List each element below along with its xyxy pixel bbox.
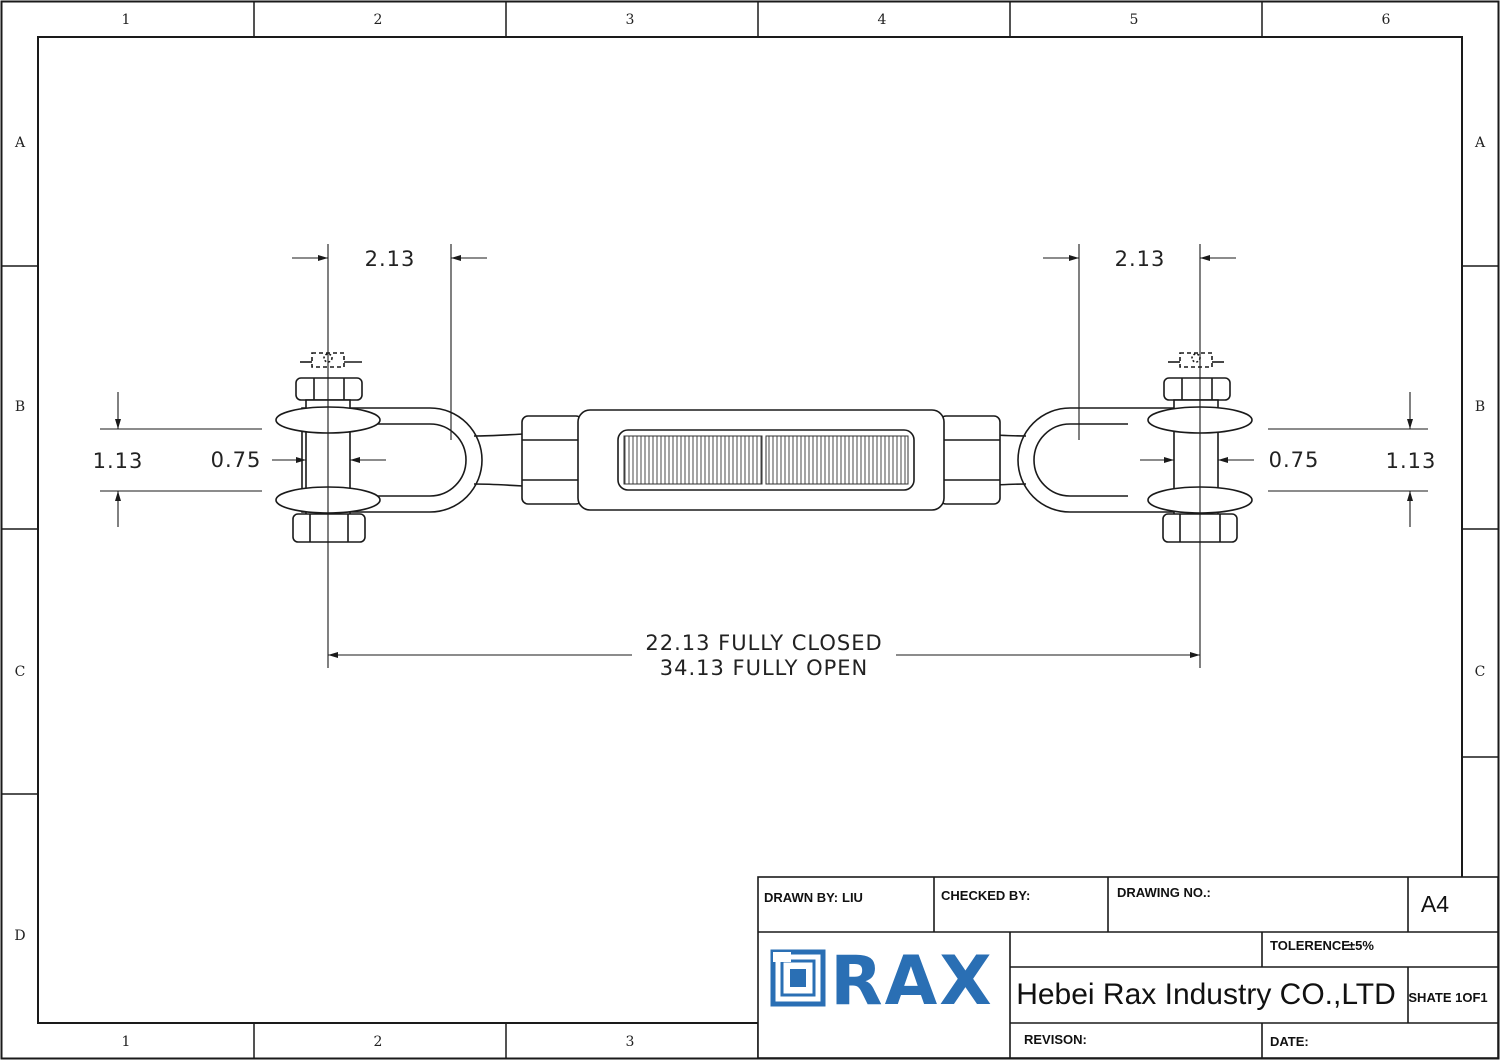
dim-right-inner: 0.75 xyxy=(1269,448,1320,472)
right-jaw xyxy=(976,352,1253,543)
zone-row-a-left: A xyxy=(14,135,26,151)
logo-mark-icon xyxy=(770,949,826,1007)
title-block-text: DRAWN BY: LIU CHECKED BY: DRAWING NO.: A… xyxy=(764,885,1488,1049)
logo-text: RAX xyxy=(830,942,993,1021)
checked-by-label: CHECKED BY: xyxy=(941,888,1030,903)
turnbuckle-body xyxy=(521,409,1001,511)
zone-col-1-bottom: 1 xyxy=(122,1034,131,1050)
dimension-lines xyxy=(100,244,1428,668)
zone-col-4-top: 4 xyxy=(878,12,887,28)
dim-right-top: 2.13 xyxy=(1115,247,1166,271)
zone-col-2-top: 2 xyxy=(374,12,383,28)
zone-labels: 1 2 3 4 5 6 1 2 3 A B C D A B C xyxy=(14,12,1486,1050)
dim-left-outer: 1.13 xyxy=(93,449,144,473)
title-block xyxy=(757,876,1499,1059)
zone-col-5-top: 5 xyxy=(1130,12,1139,28)
turnbuckle-drawing xyxy=(275,352,1253,543)
zone-row-d-left: D xyxy=(14,928,25,944)
drawing-no-label: DRAWING NO.: xyxy=(1117,885,1211,900)
zone-row-b-right: B xyxy=(1475,399,1485,415)
company-logo: RAX xyxy=(770,942,993,1021)
left-jaw xyxy=(275,352,524,543)
sheet-size: A4 xyxy=(1421,891,1449,917)
tolerance-label: TOLERENCE: xyxy=(1270,938,1354,953)
dimension-texts: 2.13 2.13 1.13 0.75 0.75 1.13 22.13 FULL… xyxy=(93,247,1437,680)
drawn-by-value: LIU xyxy=(842,890,863,905)
drawn-by-label: DRAWN BY: xyxy=(764,890,838,905)
revision-label: REVISON: xyxy=(1024,1032,1087,1047)
zone-row-c-right: C xyxy=(1475,664,1486,680)
dim-right-outer: 1.13 xyxy=(1386,449,1437,473)
sheet-number: SHATE 1OF1 xyxy=(1408,990,1487,1005)
date-label: DATE: xyxy=(1270,1034,1309,1049)
zone-col-6-top: 6 xyxy=(1382,12,1391,28)
zone-col-3-top: 3 xyxy=(626,12,635,28)
zone-row-c-left: C xyxy=(15,664,26,680)
dim-overall-closed: 22.13 FULLY CLOSED xyxy=(645,631,882,655)
dim-left-top: 2.13 xyxy=(365,247,416,271)
zone-col-1-top: 1 xyxy=(122,12,131,28)
dim-overall-open: 34.13 FULLY OPEN xyxy=(660,656,869,680)
dim-left-inner: 0.75 xyxy=(211,448,262,472)
zone-col-3-bottom: 3 xyxy=(626,1034,635,1050)
zone-row-b-left: B xyxy=(15,399,25,415)
zone-col-2-bottom: 2 xyxy=(374,1034,383,1050)
zone-row-a-right: A xyxy=(1474,135,1486,151)
company-name: Hebei Rax Industry CO.,LTD xyxy=(1016,978,1396,1011)
tolerance-value: ±5% xyxy=(1348,938,1374,953)
